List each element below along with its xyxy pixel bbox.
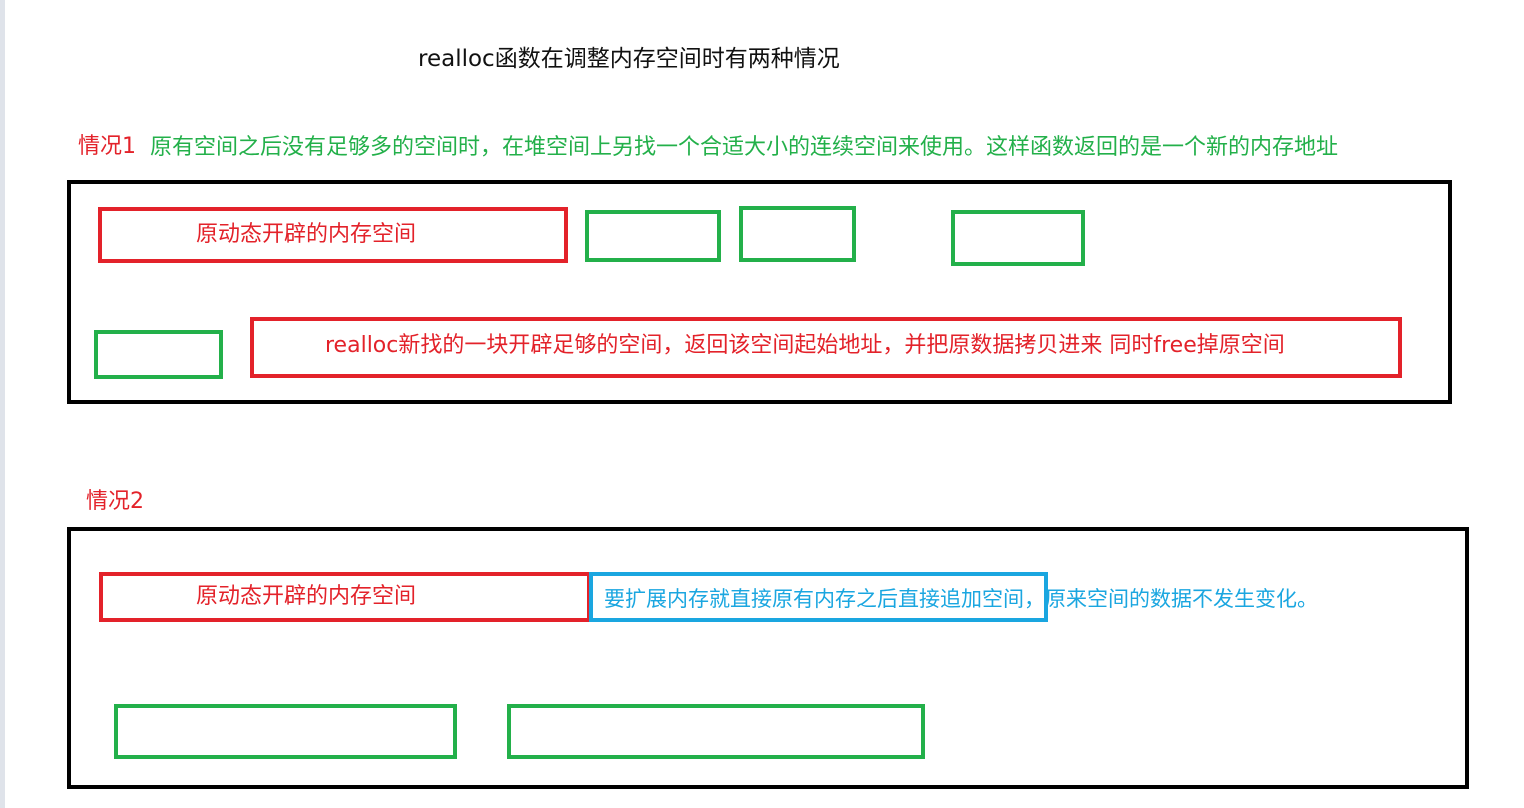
case1-free-block-4 xyxy=(94,330,223,379)
case1-new-block-label: realloc新找的一块开辟足够的空间，返回该空间起始地址，并把原数据拷贝进来 … xyxy=(325,333,1285,358)
window-edge xyxy=(0,0,5,808)
case1-free-block-3 xyxy=(951,210,1085,266)
case2-original-block: 原动态开辟的内存空间 xyxy=(99,572,591,622)
case2-free-block-2 xyxy=(507,704,925,759)
case1-new-block: realloc新找的一块开辟足够的空间，返回该空间起始地址，并把原数据拷贝进来 … xyxy=(250,317,1402,378)
diagram-title: realloc函数在调整内存空间时有两种情况 xyxy=(418,46,840,72)
case2-extension-block xyxy=(589,572,1048,622)
case1-original-block: 原动态开辟的内存空间 xyxy=(98,207,568,263)
case1-free-block-2 xyxy=(739,206,856,262)
case2-label: 情况2 xyxy=(86,489,144,514)
case1-description: 原有空间之后没有足够多的空间时，在堆空间上另找一个合适大小的连续空间来使用。这样… xyxy=(150,135,1339,160)
case2-original-block-label: 原动态开辟的内存空间 xyxy=(196,584,417,609)
case2-extension-text: 要扩展内存就直接原有内存之后直接追加空间，原来空间的数据不发生变化。 xyxy=(604,587,1318,611)
case1-label: 情况1 xyxy=(78,134,136,159)
case1-heap-container xyxy=(67,180,1452,404)
case1-original-block-label: 原动态开辟的内存空间 xyxy=(196,222,417,247)
case1-free-block-1 xyxy=(585,210,721,262)
case2-free-block-1 xyxy=(114,704,457,759)
case2-heap-container xyxy=(67,527,1469,789)
